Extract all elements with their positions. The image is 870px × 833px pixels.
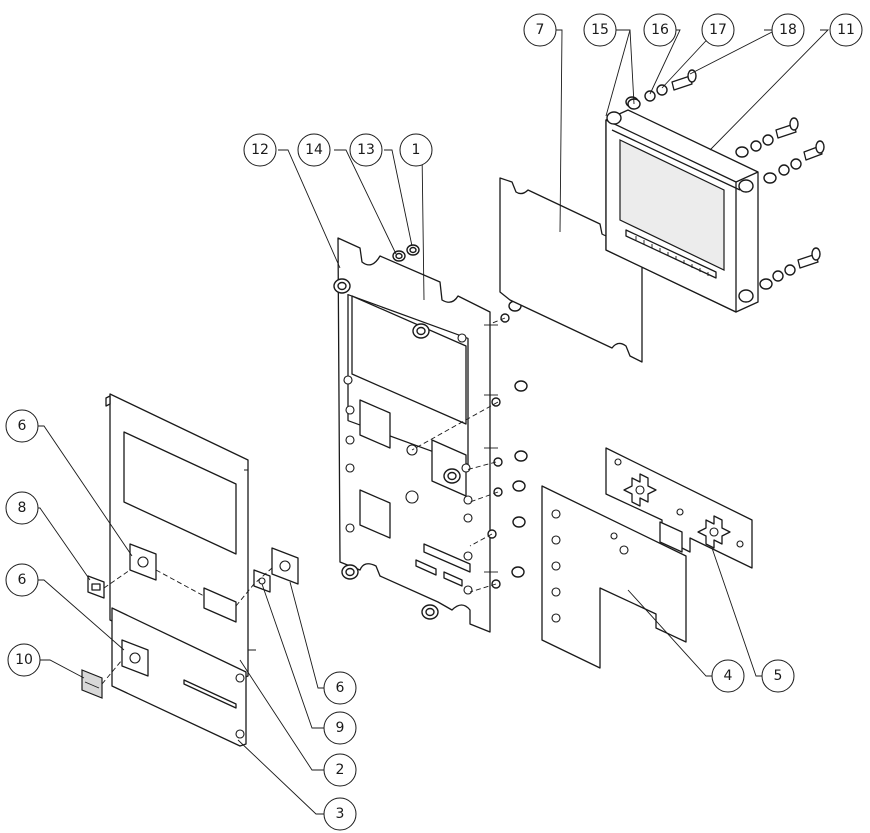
- balloon-10: 10: [7, 643, 41, 677]
- balloon-8: 8: [5, 491, 39, 525]
- part-2-front-panel: [105, 393, 256, 681]
- hardware-15-18: [627, 69, 825, 290]
- balloon-14: 14: [297, 133, 331, 167]
- part-6-buttons: [121, 543, 299, 677]
- balloon-6-upper-label: 6: [18, 418, 27, 434]
- part-1-chassis-plate: [333, 237, 498, 633]
- balloon-11-label: 11: [837, 22, 855, 38]
- balloon-2-label: 2: [336, 762, 345, 778]
- balloon-6-right: 6: [323, 671, 357, 705]
- balloon-6-middle-label: 6: [18, 572, 27, 588]
- balloon-18-label: 18: [779, 22, 797, 38]
- balloon-13: 13: [349, 133, 383, 167]
- balloon-16: 16: [643, 13, 677, 47]
- balloon-12-label: 12: [251, 142, 269, 158]
- balloon-16-label: 16: [651, 22, 669, 38]
- balloon-13-label: 13: [357, 142, 375, 158]
- balloon-3: 3: [323, 797, 357, 831]
- part-8-label: [87, 575, 105, 599]
- balloon-5-label: 5: [774, 668, 783, 684]
- balloon-4: 4: [711, 659, 745, 693]
- part-3-lower-bezel: [111, 607, 247, 747]
- balloon-7-label: 7: [536, 22, 545, 38]
- balloon-15-label: 15: [591, 22, 609, 38]
- part-10-label: [81, 669, 103, 699]
- balloon-10-label: 10: [15, 652, 33, 668]
- balloon-17: 17: [701, 13, 735, 47]
- balloon-15: 15: [583, 13, 617, 47]
- balloon-12: 12: [243, 133, 277, 167]
- balloon-5: 5: [761, 659, 795, 693]
- balloon-7: 7: [523, 13, 557, 47]
- balloon-11: 11: [829, 13, 863, 47]
- balloon-1-label: 1: [412, 142, 421, 158]
- balloon-1: 1: [399, 133, 433, 167]
- part-9-label: [253, 569, 271, 593]
- balloon-9: 9: [323, 711, 357, 745]
- balloon-6-middle: 6: [5, 563, 39, 597]
- balloon-8-label: 8: [18, 500, 27, 516]
- balloon-17-label: 17: [709, 22, 727, 38]
- balloon-14-label: 14: [305, 142, 323, 158]
- part-11-lcd-module: [605, 96, 759, 313]
- encoder-cross-right: [697, 515, 731, 549]
- balloon-2: 2: [323, 753, 357, 787]
- part-5-encoder-plate: [605, 447, 753, 569]
- balloon-9-label: 9: [336, 720, 345, 736]
- part-4-l-bracket: [541, 485, 687, 669]
- lcd-pin-header: [625, 229, 717, 279]
- hardware-13-14: [392, 244, 420, 262]
- balloon-18: 18: [771, 13, 805, 47]
- balloon-6-right-label: 6: [336, 680, 345, 696]
- balloon-3-label: 3: [336, 806, 345, 822]
- balloon-6-upper: 6: [5, 409, 39, 443]
- encoder-cross-left: [623, 473, 657, 507]
- balloon-4-label: 4: [724, 668, 733, 684]
